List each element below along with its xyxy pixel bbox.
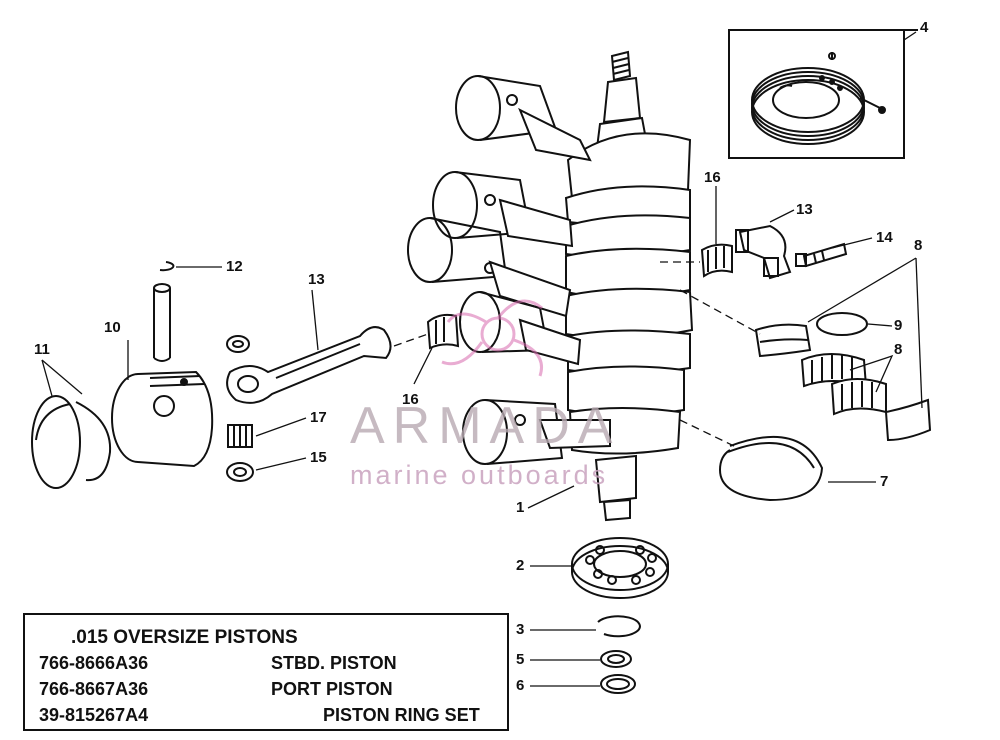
callout-3: 3 bbox=[516, 621, 525, 638]
needle-bearing-8c bbox=[830, 378, 887, 416]
callout-15: 15 bbox=[310, 449, 327, 466]
callout-13-left: 13 bbox=[308, 271, 325, 288]
assembled-piston-3 bbox=[407, 217, 572, 318]
inset-box bbox=[728, 29, 918, 159]
table-row-1-part-number: 766-8666A36 bbox=[39, 653, 149, 673]
table-row-2-part-number: 766-8667A36 bbox=[39, 679, 149, 699]
assembled-pistons bbox=[407, 75, 611, 465]
assembled-piston-1 bbox=[455, 75, 592, 162]
leader-13-right bbox=[769, 209, 795, 223]
oversize-pistons-table: .015 OVERSIZE PISTONS 766-8666A36 STBD. … bbox=[23, 613, 509, 731]
o-ring-9 bbox=[816, 312, 868, 336]
alignment-line-3 bbox=[679, 419, 735, 447]
main-bearing-ring-7 bbox=[718, 435, 824, 502]
leader-8-upper bbox=[807, 257, 917, 323]
thrust-washer-15 bbox=[226, 462, 254, 482]
needle-bearing-16-right bbox=[700, 243, 733, 278]
watermark-tagline: marine outboards bbox=[350, 460, 609, 490]
callout-16-right: 16 bbox=[704, 169, 721, 186]
alignment-line-4 bbox=[393, 333, 429, 347]
callout-10: 10 bbox=[104, 319, 121, 336]
piston-10 bbox=[111, 370, 214, 468]
leader-4 bbox=[903, 31, 917, 41]
assembled-piston-4 bbox=[459, 291, 582, 366]
piston-ring-set-11 bbox=[31, 395, 112, 489]
connecting-rod-13 bbox=[226, 326, 392, 404]
callout-4: 4 bbox=[920, 19, 929, 36]
main-ball-bearing bbox=[571, 537, 669, 599]
table-row-2-description: PORT PISTON bbox=[271, 679, 393, 699]
callout-12: 12 bbox=[226, 258, 243, 275]
assembled-piston-2 bbox=[432, 171, 574, 248]
needle-bearing-17 bbox=[227, 424, 253, 448]
callout-13-right: 13 bbox=[796, 201, 813, 218]
bearing-cage-8a bbox=[754, 323, 812, 358]
leader-11 bbox=[41, 359, 53, 397]
leader-15 bbox=[255, 457, 307, 471]
rod-cap-13-right bbox=[735, 224, 792, 280]
thrust-washer-top bbox=[226, 335, 250, 353]
plate-screw bbox=[859, 97, 886, 114]
rod-bolt-14 bbox=[795, 242, 848, 268]
callout-8-lower: 8 bbox=[894, 341, 903, 358]
callout-9: 9 bbox=[894, 317, 903, 334]
table-row-1-description: STBD. PISTON bbox=[271, 653, 397, 673]
assembled-piston-5 bbox=[462, 399, 611, 465]
table-row-3-description: PISTON RING SET bbox=[323, 705, 480, 725]
leader-17 bbox=[255, 417, 307, 437]
leader-9 bbox=[867, 323, 893, 327]
leader-11b bbox=[41, 359, 83, 395]
callout-16-left: 16 bbox=[402, 391, 419, 408]
thrust-plate bbox=[751, 67, 865, 145]
retaining-clip-12 bbox=[159, 261, 175, 272]
callout-14: 14 bbox=[876, 229, 893, 246]
leader-16-left bbox=[413, 347, 433, 385]
callout-6: 6 bbox=[516, 677, 525, 694]
callout-5: 5 bbox=[516, 651, 525, 668]
washer-5 bbox=[600, 650, 632, 668]
alignment-line-2 bbox=[679, 289, 761, 335]
callout-17: 17 bbox=[310, 409, 327, 426]
leader-14 bbox=[831, 237, 873, 249]
washer-6 bbox=[600, 674, 636, 694]
leader-13-left bbox=[311, 289, 319, 351]
callout-7: 7 bbox=[880, 473, 889, 490]
bearing-race-8d bbox=[884, 398, 932, 442]
table-title: .015 OVERSIZE PISTONS bbox=[71, 627, 298, 648]
callout-2: 2 bbox=[516, 557, 525, 574]
leader-8-mid bbox=[849, 354, 894, 393]
watermark-logo-mark bbox=[441, 299, 543, 377]
small-screw bbox=[828, 52, 836, 60]
leader-8-lower bbox=[915, 257, 923, 409]
wrist-pin bbox=[153, 283, 171, 362]
needle-bearing-16-left bbox=[426, 313, 460, 350]
callout-11: 11 bbox=[34, 341, 50, 358]
watermark-brand: ARMADA bbox=[350, 397, 621, 455]
leader-1 bbox=[527, 485, 575, 509]
callout-1: 1 bbox=[516, 499, 525, 516]
retaining-ring-3 bbox=[597, 615, 641, 638]
table-row-3-part-number: 39-815267A4 bbox=[39, 705, 149, 725]
callout-8-upper: 8 bbox=[914, 237, 923, 254]
